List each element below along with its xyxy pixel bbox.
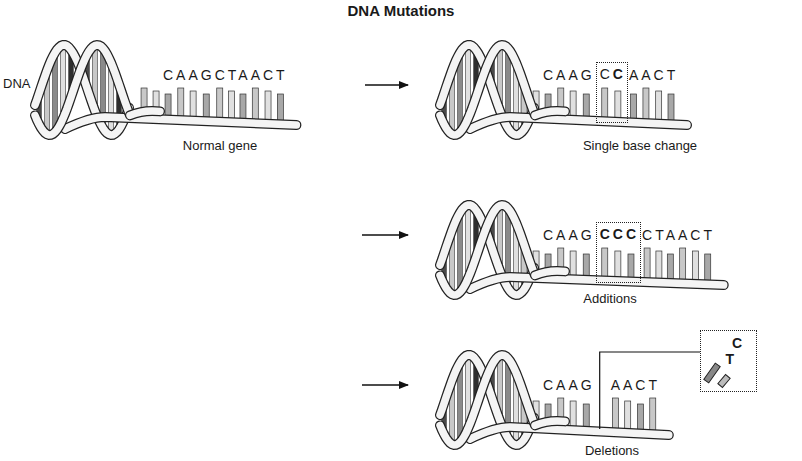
backbone-strand <box>35 45 129 135</box>
backbone-ribbon-outline <box>470 117 687 129</box>
backbone-ribbon-outline <box>65 117 296 129</box>
base-sequence: CAAG <box>543 222 595 243</box>
sequence-row: CAAG AACT <box>543 372 660 393</box>
mutation-arrow <box>362 384 408 385</box>
backbone-strand-outline <box>440 205 534 295</box>
base-sequence: AACT <box>611 372 660 393</box>
base-sequence: CTAACT <box>642 222 715 243</box>
backbone-strand-outline <box>440 355 534 445</box>
base-bar <box>252 88 258 123</box>
diagram-title: DNA Mutations <box>348 2 455 20</box>
backbone-strand <box>535 111 565 116</box>
backbone-strand-outline <box>535 421 565 426</box>
sequence-row: CAAGCTAACT <box>163 62 288 83</box>
base-sequence: AACT <box>629 62 678 83</box>
mutation-arrow <box>365 84 408 85</box>
deleted-base-bar <box>704 363 720 383</box>
base-bar <box>644 248 650 282</box>
base-letter: T <box>725 351 734 367</box>
caption: Additions <box>583 291 636 307</box>
base-letter: C <box>600 66 613 82</box>
backbone-strand <box>440 355 534 445</box>
backbone-strand-outline <box>535 111 565 116</box>
backbone-strand-outline <box>535 271 565 276</box>
base-bar <box>680 248 686 283</box>
base-sequence: CAAG <box>543 372 595 393</box>
caption: Single base change <box>583 138 697 154</box>
sequence-row: CAAGCCAACT <box>543 62 678 123</box>
mutation-arrow <box>362 234 408 235</box>
base-bar <box>643 88 649 123</box>
caption: Normal gene <box>183 138 257 154</box>
backbone-strand-outline <box>130 111 160 116</box>
backbone-ribbon <box>65 117 296 129</box>
backbone-strand-outline <box>440 45 534 135</box>
backbone-ribbon-outline <box>470 427 669 439</box>
mutation-box: CCC <box>596 222 641 283</box>
backbone-ribbon <box>470 277 724 289</box>
base-letter: C <box>613 66 626 82</box>
dna-helices <box>35 45 724 445</box>
caption: Deletions <box>585 443 639 459</box>
backbone-strand <box>535 271 565 276</box>
backbone-strand <box>440 45 534 135</box>
backbone-ribbon-outline <box>470 277 724 289</box>
deleted-base-bar <box>718 374 730 387</box>
backbone-strand <box>440 205 534 295</box>
base-bar <box>612 398 618 432</box>
backbone-strand <box>130 111 160 116</box>
base-sequence: CAAGCTAACT <box>163 62 288 83</box>
dna-label: DNA <box>3 76 30 92</box>
mutation-box: CC <box>596 62 628 123</box>
backbone-strand <box>535 421 565 426</box>
deletion-leader-line <box>600 352 700 429</box>
mutation-box: CT <box>700 330 757 392</box>
sequence-row: CAAG CCCCTAACT <box>543 222 715 283</box>
backbone-ribbon <box>470 117 687 129</box>
backbone-ribbon <box>470 427 669 439</box>
backbone-strand-outline <box>35 45 129 135</box>
base-letter: C <box>732 335 742 351</box>
base-letter: CCC <box>600 226 639 242</box>
base-sequence: CAAG <box>543 62 595 83</box>
base-bar <box>650 398 656 434</box>
